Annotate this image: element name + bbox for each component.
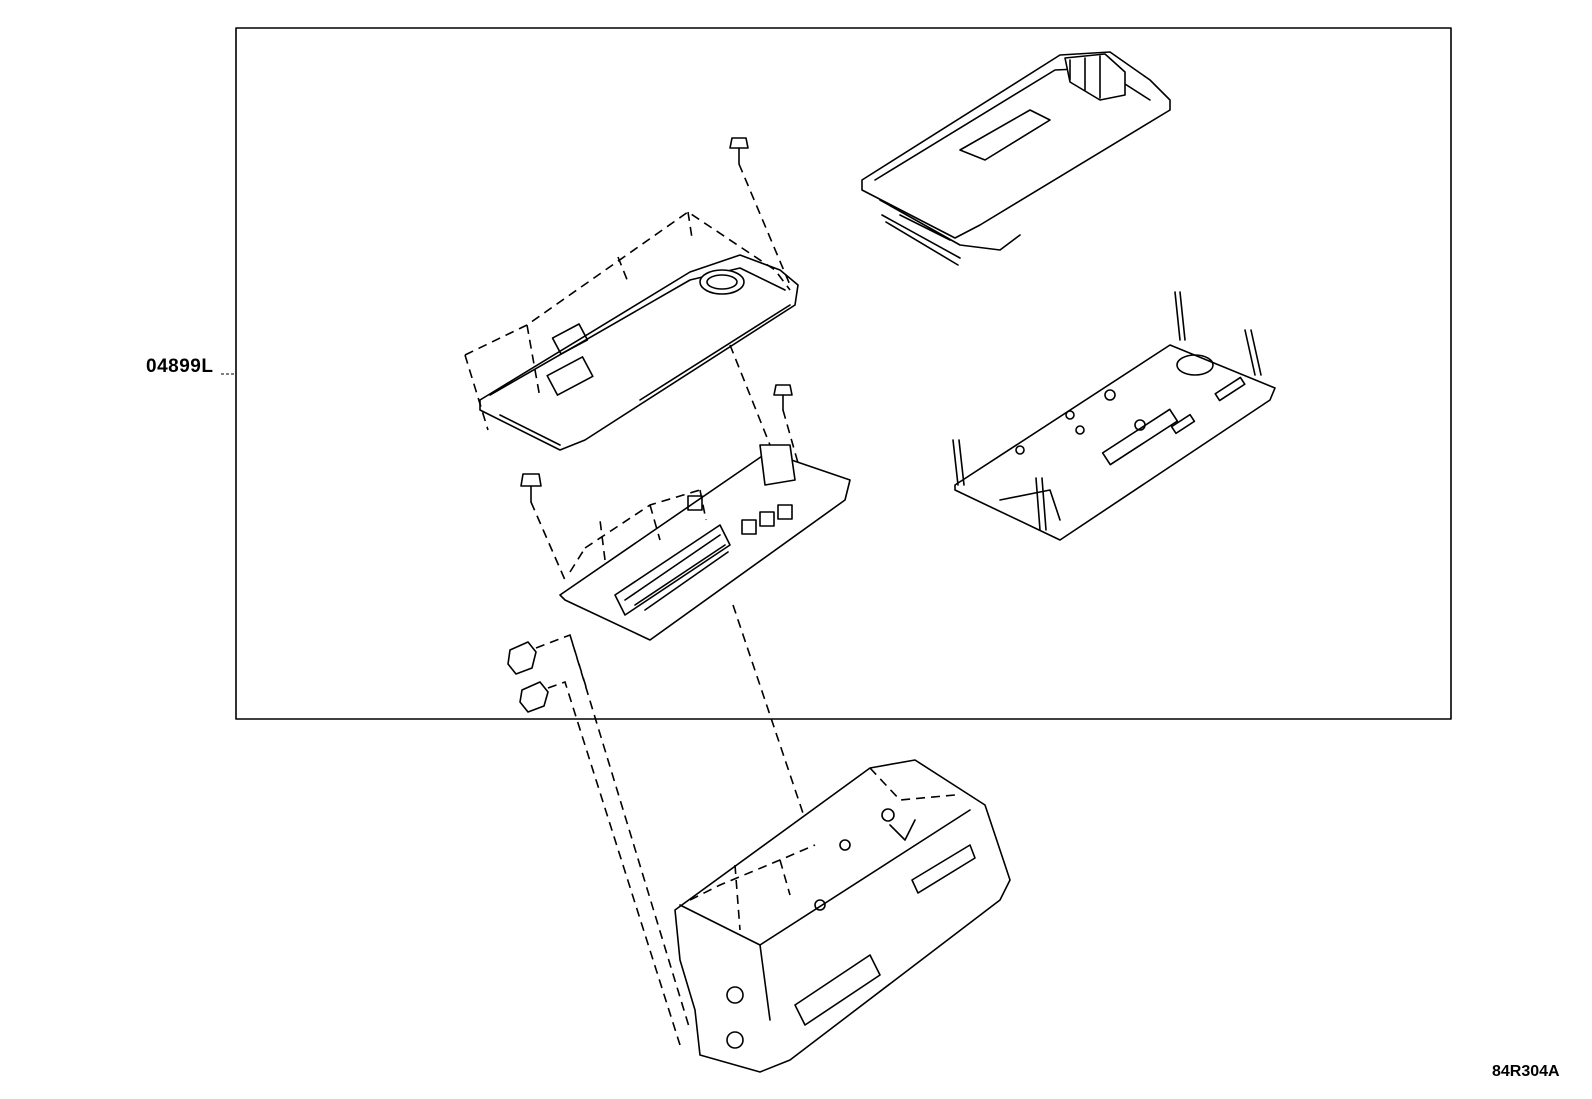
cap-guide-lines <box>535 633 691 1046</box>
screw-left <box>520 473 566 581</box>
top-cover-guide-lines <box>464 211 791 431</box>
screw-middle <box>773 384 801 471</box>
board-to-housing-guide-line <box>732 604 813 841</box>
part-number-callout: 04899L <box>146 356 214 377</box>
rubber-cap-lower <box>519 681 549 713</box>
kit-boundary-box <box>235 27 1452 720</box>
upper-cover-assembly <box>861 51 1171 266</box>
illustration-code: 84R304A <box>1492 1063 1560 1080</box>
inverter-housing <box>674 759 1011 1073</box>
mounting-plate <box>952 291 1276 541</box>
circuit-board <box>559 444 851 641</box>
circuit-board-guide-lines <box>569 489 707 573</box>
top-cover <box>479 254 799 451</box>
rubber-cap-upper <box>507 641 537 675</box>
screw-top <box>729 137 791 286</box>
housing-guide-lines <box>689 767 956 931</box>
cover-to-board-guide-line <box>729 344 771 446</box>
